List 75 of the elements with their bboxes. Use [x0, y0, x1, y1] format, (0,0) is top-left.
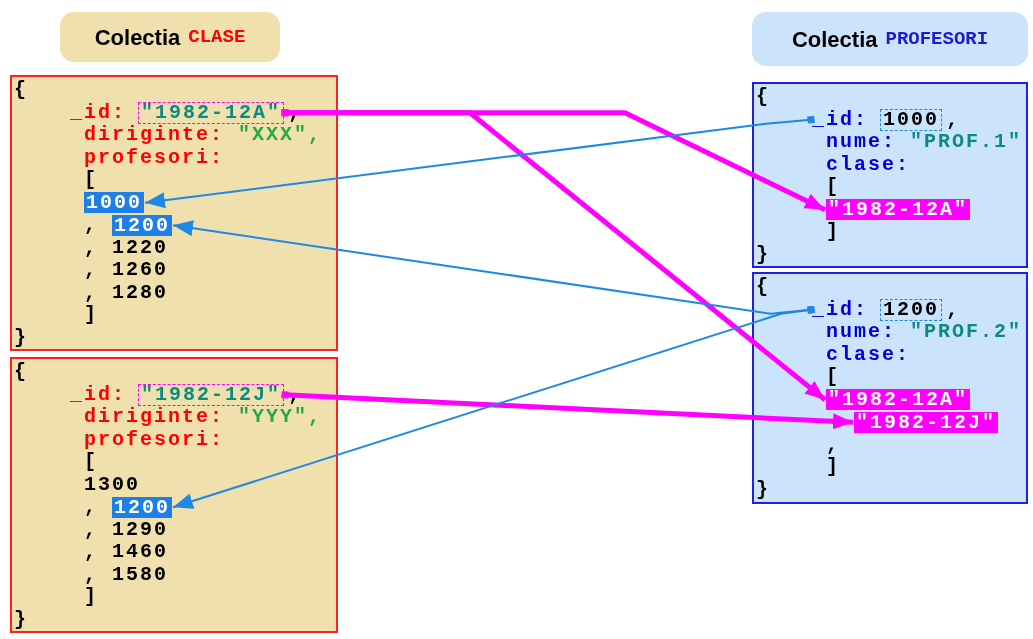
string-value: "YYY",: [238, 406, 323, 429]
code-text: ,: [84, 496, 98, 519]
field-name: _id:: [70, 383, 126, 406]
id-value: 1200: [880, 298, 943, 321]
code-text: {: [756, 86, 770, 109]
code-text: , 1220: [84, 236, 168, 259]
code-text: ,: [288, 101, 303, 124]
field-name: diriginte:: [84, 124, 225, 147]
code-text: ]: [84, 586, 98, 609]
code-text: , 1280: [84, 281, 168, 304]
code-text: , 1580: [84, 563, 168, 586]
code-text: [: [826, 176, 840, 199]
code-text: [: [826, 366, 840, 389]
id-field: [70, 383, 285, 406]
string-value: "XXX",: [238, 124, 323, 147]
field-name: _id:: [812, 298, 868, 321]
field-name: clase:: [826, 153, 910, 176]
code-text: }: [756, 243, 770, 266]
code-text: ]: [84, 304, 98, 327]
arrow: [281, 109, 827, 402]
arrow: [172, 220, 815, 315]
arrow: [172, 305, 815, 509]
document-box: [10, 75, 338, 351]
arrow: [144, 116, 815, 209]
id-value: 1000: [880, 108, 943, 131]
collection-name: CLASE: [188, 24, 246, 50]
code-text: ]: [826, 221, 840, 244]
collection-title-band: [60, 12, 280, 62]
title-text: Colectia: [94, 23, 181, 52]
code-text: [: [84, 169, 98, 192]
code-text: {: [14, 79, 28, 102]
code-text: 1300: [84, 473, 140, 496]
highlighted-value: 1200: [112, 496, 173, 518]
code-text: , 1460: [84, 541, 168, 564]
field-name: clase:: [826, 343, 910, 366]
code-text: {: [14, 361, 28, 384]
arrow: [281, 391, 854, 430]
document-box: [752, 82, 1028, 268]
string-value: "PROF.2": [910, 321, 1023, 344]
code-text: ,: [946, 298, 961, 321]
highlighted-value: "1982-12A": [826, 389, 971, 411]
field-name: nume:: [826, 131, 896, 154]
code-text: , 1290: [84, 518, 168, 541]
code-text: ,: [946, 108, 961, 131]
code-text: ,: [826, 433, 840, 456]
id-field: [812, 298, 943, 321]
code-text: [: [84, 451, 98, 474]
field-name: profesori:: [84, 146, 225, 169]
id-field: [70, 101, 285, 124]
field-name: profesori:: [84, 428, 225, 451]
highlighted-value: "1982-12J": [854, 411, 999, 433]
field-name: nume:: [826, 321, 896, 344]
code-text: {: [756, 276, 770, 299]
id-value: "1982-12J": [138, 383, 285, 406]
collection-title-band: [752, 12, 1028, 66]
document-box: [752, 272, 1028, 504]
highlighted-value: 1000: [84, 192, 144, 214]
code-text: ,: [84, 214, 98, 237]
collection-name: PROFESORI: [885, 26, 989, 52]
field-name: _id:: [812, 108, 868, 131]
code-text: , 1260: [84, 259, 168, 282]
title-text: Colectia: [791, 25, 878, 54]
field-name: diriginte:: [84, 406, 225, 429]
highlighted-value: "1982-12A": [826, 199, 971, 221]
code-text: }: [14, 326, 28, 349]
code-text: }: [756, 478, 770, 501]
string-value: "PROF.1": [910, 131, 1023, 154]
id-value: "1982-12A": [138, 101, 285, 124]
highlighted-value: 1200: [112, 214, 173, 236]
code-text: ,: [288, 383, 303, 406]
code-text: }: [14, 608, 28, 631]
code-text: ]: [826, 456, 840, 479]
document-box: [10, 357, 338, 633]
id-field: [812, 108, 943, 131]
field-name: _id:: [70, 101, 126, 124]
